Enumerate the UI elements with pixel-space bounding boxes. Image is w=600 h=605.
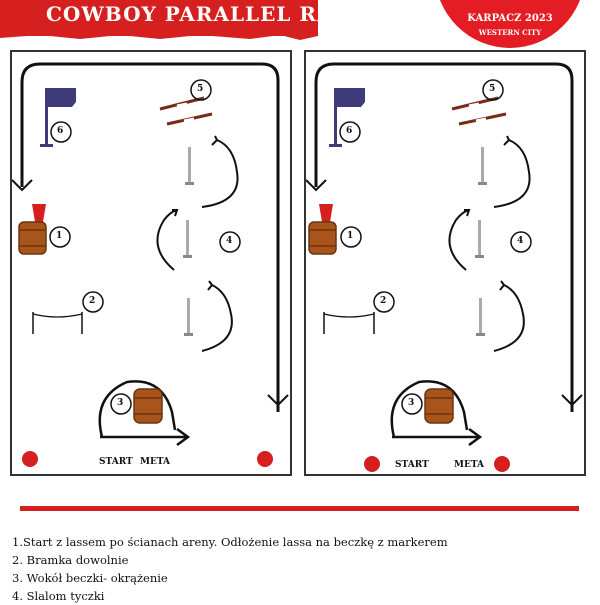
rope-gate-icon: [32, 312, 83, 334]
finish-label: META: [140, 457, 171, 467]
course-diagram-right: [306, 62, 583, 472]
course-diagram-left: [12, 62, 289, 467]
banner-brush-edge: [0, 0, 318, 40]
number-circle-icon: [49, 79, 241, 415]
station-number-4: 4: [226, 236, 233, 246]
flag-icon: [40, 88, 76, 147]
instruction-item: 4. Slalom tyczki: [12, 589, 105, 603]
finish-marker: [257, 451, 273, 467]
route-arrow-end-icon: [561, 394, 583, 407]
barrel-loop-icon: [98, 380, 191, 447]
arena-left: 6 1 2 3 4 5 START META: [10, 50, 292, 476]
station-number-5: 5: [197, 84, 204, 94]
start-marker: [364, 456, 380, 472]
station-number-1: 1: [56, 231, 63, 241]
barrel-with-cone-icon: [308, 204, 337, 255]
rope-gate-icon: [323, 312, 375, 334]
start-label: START: [395, 460, 429, 470]
route-path: [20, 62, 280, 412]
station-number-2: 2: [380, 296, 387, 306]
instructions-list: 1.Start z lassem po ścianach areny. Odło…: [12, 533, 448, 605]
instruction-item: 3. Wokół beczki- okrążenie: [12, 571, 168, 585]
slalom-arrow-icon: [448, 135, 531, 352]
event-logo: KARPACZ 2023 WESTERN CITY: [435, 0, 585, 48]
station-number-1: 1: [347, 231, 354, 241]
page-title: COWBOY PARALLEL RACE: [46, 2, 367, 26]
logo-main-text: KARPACZ 2023: [467, 13, 553, 24]
instruction-item: 2. Bramka dowolnie: [12, 553, 129, 567]
gate-poles-icon: [451, 96, 507, 126]
finish-label: META: [454, 460, 485, 470]
title-banner: COWBOY PARALLEL RACE: [0, 0, 366, 40]
barrel-loop-icon: [390, 380, 483, 447]
number-circle-icon: [339, 79, 532, 415]
station-number-2: 2: [89, 296, 96, 306]
station-number-4: 4: [517, 236, 524, 246]
instruction-item: 1.Start z lassem po ścianach areny. Odło…: [12, 535, 448, 549]
slalom-pole-icon: [475, 147, 487, 336]
station-number-5: 5: [489, 84, 496, 94]
gate-poles-icon: [159, 96, 213, 126]
route-arrow-down-icon: [12, 179, 33, 192]
flag-icon: [329, 88, 365, 147]
station-number-6: 6: [346, 126, 353, 136]
arena-right: 6 1 2 3 4 5 START META: [304, 50, 586, 476]
section-divider: [20, 506, 579, 511]
station-number-6: 6: [57, 126, 64, 136]
slalom-pole-icon: [183, 147, 194, 336]
logo-sub-text: WESTERN CITY: [478, 28, 542, 37]
start-marker: [22, 451, 38, 467]
route-path: [314, 62, 574, 412]
station-number-3: 3: [117, 398, 124, 408]
slalom-arrow-icon: [156, 135, 239, 352]
start-label: START: [99, 457, 133, 467]
barrel-with-cone-icon: [18, 204, 47, 255]
route-arrow-down-icon: [306, 179, 327, 192]
station-number-3: 3: [408, 398, 415, 408]
route-arrow-end-icon: [267, 394, 289, 407]
finish-marker: [494, 456, 510, 472]
